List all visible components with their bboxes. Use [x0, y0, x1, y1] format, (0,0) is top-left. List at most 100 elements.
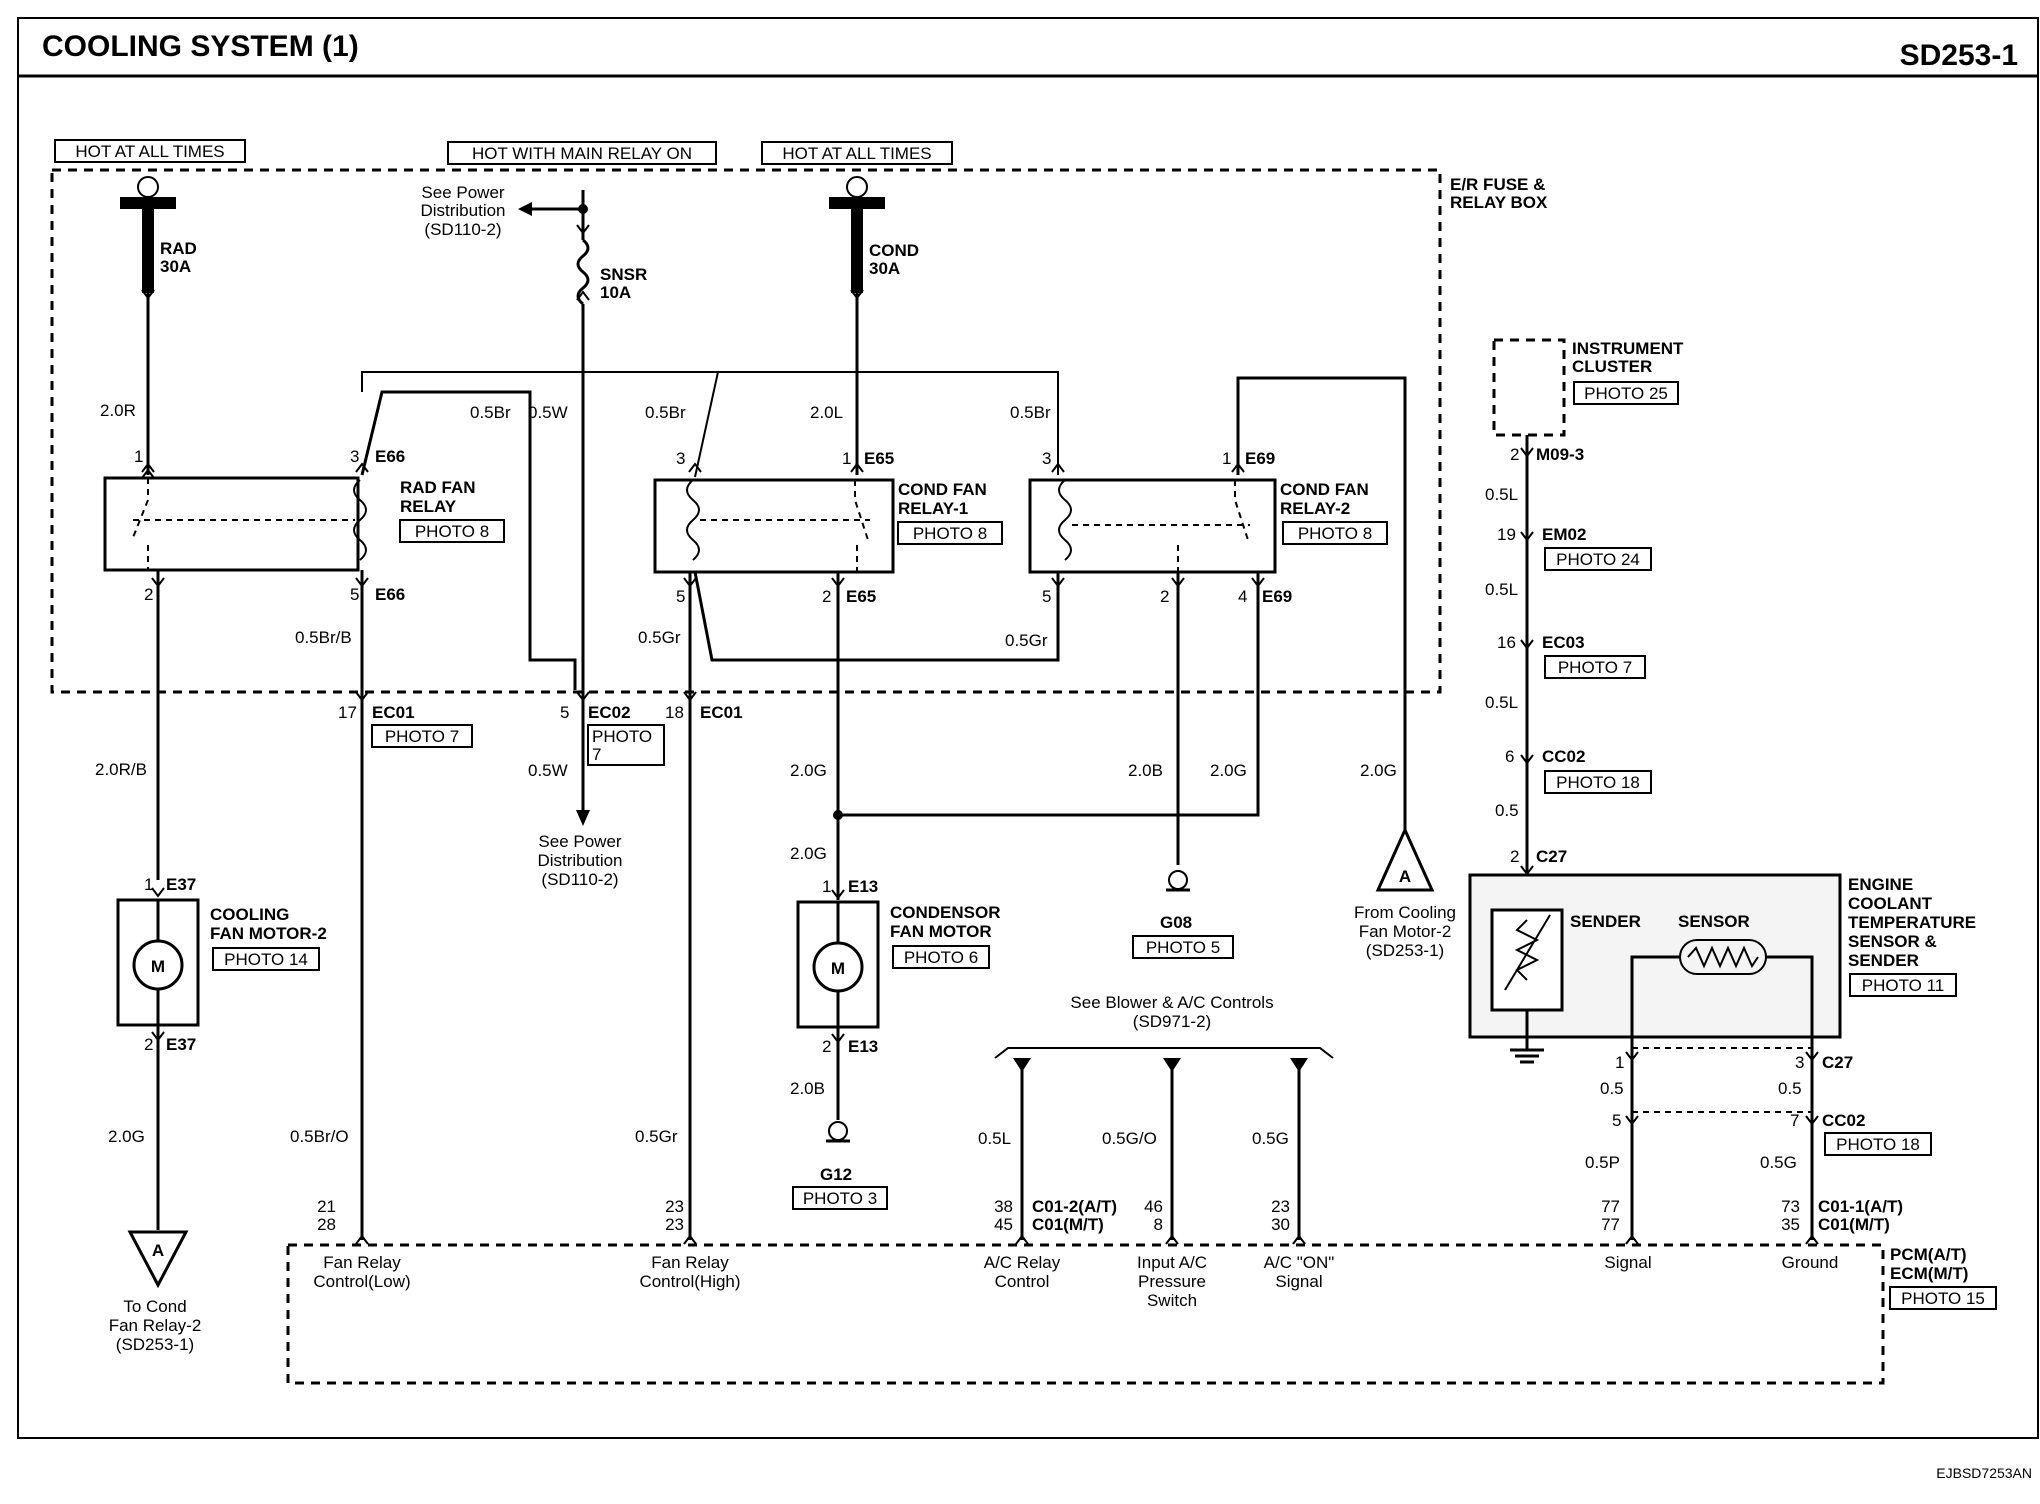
pin-2m: 2 [1510, 445, 1519, 464]
wire-label-0-5l-b: 0.5L [1485, 485, 1518, 504]
pin-5a: 5 [350, 585, 359, 604]
wire-rad-relay-3 [360, 390, 577, 690]
ref-to-2: Fan Relay-2 [109, 1316, 202, 1335]
connector-e65a: E65 [864, 449, 894, 468]
cond2-relay-coil [1058, 479, 1072, 561]
wire-label-0-5br-b: 0.5Br/B [295, 628, 352, 647]
connector-c01-mt: C01(M/T) [1032, 1215, 1104, 1234]
connector-c27a: C27 [1536, 847, 1567, 866]
pin-23b: 23 [665, 1215, 684, 1234]
ect-ground-icon [1510, 1048, 1544, 1064]
ec02-photo-2: 7 [592, 745, 601, 764]
pin-2a: 2 [144, 585, 153, 604]
arrow-see-power-bottom [576, 810, 590, 826]
pin-35: 35 [1781, 1215, 1800, 1234]
er-box-label-1: E/R FUSE & [1450, 175, 1545, 194]
wire-cond2-4 [838, 572, 1260, 817]
cfm-name-2: FAN MOTOR [890, 922, 992, 941]
cc02b-photo [1824, 1132, 1932, 1156]
rad-relay-name-2: RELAY [400, 497, 457, 516]
wire-label-2-0b-a: 2.0B [1128, 761, 1163, 780]
pin-45: 45 [994, 1215, 1013, 1234]
ect-name-2: COOLANT [1848, 894, 1933, 913]
ect-photo-text: PHOTO 11 [1862, 976, 1945, 995]
pcm-pin-iap-3: Switch [1147, 1291, 1197, 1310]
cc02b-photo-text: PHOTO 18 [1836, 1135, 1920, 1154]
blower-bracket [994, 1047, 1334, 1059]
wire-label-2-0r-b: 2.0R/B [95, 760, 147, 779]
svg-text:30A: 30A [869, 259, 900, 278]
ect-name-3: TEMPERATURE [1848, 913, 1976, 932]
connector-cc02b: CC02 [1822, 1111, 1865, 1130]
pcm-photo-text: PHOTO 15 [1901, 1289, 1985, 1308]
pcm-pin-ground: Ground [1782, 1253, 1839, 1272]
pcm-ecm-box [286, 1243, 1885, 1385]
ect-sensor-zigzag [1687, 945, 1759, 969]
pcm-pin-signal: Signal [1604, 1253, 1651, 1272]
ground-g12 [826, 1121, 850, 1143]
pin-77b: 77 [1601, 1215, 1620, 1234]
rad-relay-coil [353, 479, 367, 561]
pin-1f: 1 [822, 877, 831, 896]
g12-photo-text: PHOTO 3 [803, 1189, 877, 1208]
cond-fuse: COND 30A [829, 176, 919, 293]
see-power-bot-1: See Power [538, 832, 621, 851]
arrow-see-power-top [518, 202, 532, 216]
em02-photo [1544, 547, 1652, 571]
wire-cond1-3 [694, 371, 719, 478]
g08-photo-text: PHOTO 5 [1146, 938, 1220, 957]
cond1-relay-name-2: RELAY-1 [898, 499, 968, 518]
page-code: SD253-1 [1900, 39, 2018, 72]
wire-label-2-0g-d: 2.0G [1360, 761, 1397, 780]
pin-1e: 1 [144, 875, 153, 894]
wire-label-2-0b-b: 2.0B [790, 1079, 825, 1098]
pin-23: 23 [665, 1197, 684, 1216]
pin-18: 18 [665, 703, 684, 722]
page-title: COOLING SYSTEM (1) [42, 30, 359, 63]
ic-name-2: CLUSTER [1572, 357, 1652, 376]
pin-77: 77 [1601, 1197, 1620, 1216]
g12-photo [792, 1186, 888, 1210]
wire-label-2-0g-e: 2.0G [108, 1127, 145, 1146]
svg-text:HOT AT ALL TIMES: HOT AT ALL TIMES [782, 144, 931, 163]
connector-e37a: E37 [166, 875, 196, 894]
cond2-relay-photo-text: PHOTO 8 [1298, 524, 1372, 543]
ref-to-1: To Cond [123, 1297, 186, 1316]
pcm-label-2: ECM(M/T) [1890, 1264, 1968, 1283]
pin-73: 73 [1781, 1197, 1800, 1216]
cond1-relay-contacts [700, 480, 870, 572]
pin-1b: 1 [842, 449, 851, 468]
ref-from-cooling [1375, 826, 1435, 892]
ref-to-letter: A [152, 1241, 164, 1260]
cfm-motor-letter: M [831, 959, 845, 978]
cc02-photo-text: PHOTO 18 [1556, 773, 1640, 792]
ec01-photo-text: PHOTO 7 [385, 727, 459, 746]
cond2-relay-photo [1282, 521, 1388, 545]
pcm-pin-acr-2: Control [995, 1272, 1050, 1291]
connector-em02: EM02 [1542, 525, 1586, 544]
wire-label-0-5l-c: 0.5L [1485, 580, 1518, 599]
connector-ec01a: EC01 [372, 703, 415, 722]
wire-label-0-5-c: 0.5 [1778, 1079, 1802, 1098]
wire-label-0-5-b: 0.5 [1600, 1079, 1624, 1098]
pcm-pin-aco-1: A/C "ON" [1264, 1253, 1335, 1272]
connector-ec02: EC02 [588, 703, 631, 722]
cfm-name-1: CONDENSOR [890, 903, 1001, 922]
cfm-photo-text: PHOTO 6 [904, 948, 978, 967]
pin-17: 17 [338, 703, 357, 722]
wire-label-0-5-a: 0.5 [1495, 801, 1519, 820]
rad-fan-relay [103, 476, 360, 572]
connector-ec03: EC03 [1542, 633, 1585, 652]
blower-ref-2: (SD971-2) [1133, 1012, 1211, 1031]
ref-from-letter: A [1399, 867, 1411, 886]
svg-text:COND: COND [869, 241, 919, 260]
connector-e65b: E65 [846, 587, 876, 606]
wire-top-bar [361, 371, 1059, 475]
pcm-photo [1889, 1286, 1997, 1310]
svg-text:30A: 30A [160, 257, 191, 276]
fan2-photo-text: PHOTO 14 [224, 950, 308, 969]
pin-46: 46 [1144, 1197, 1163, 1216]
wire-label-0-5g: 0.5G [1252, 1129, 1289, 1148]
pin-19: 19 [1497, 525, 1516, 544]
